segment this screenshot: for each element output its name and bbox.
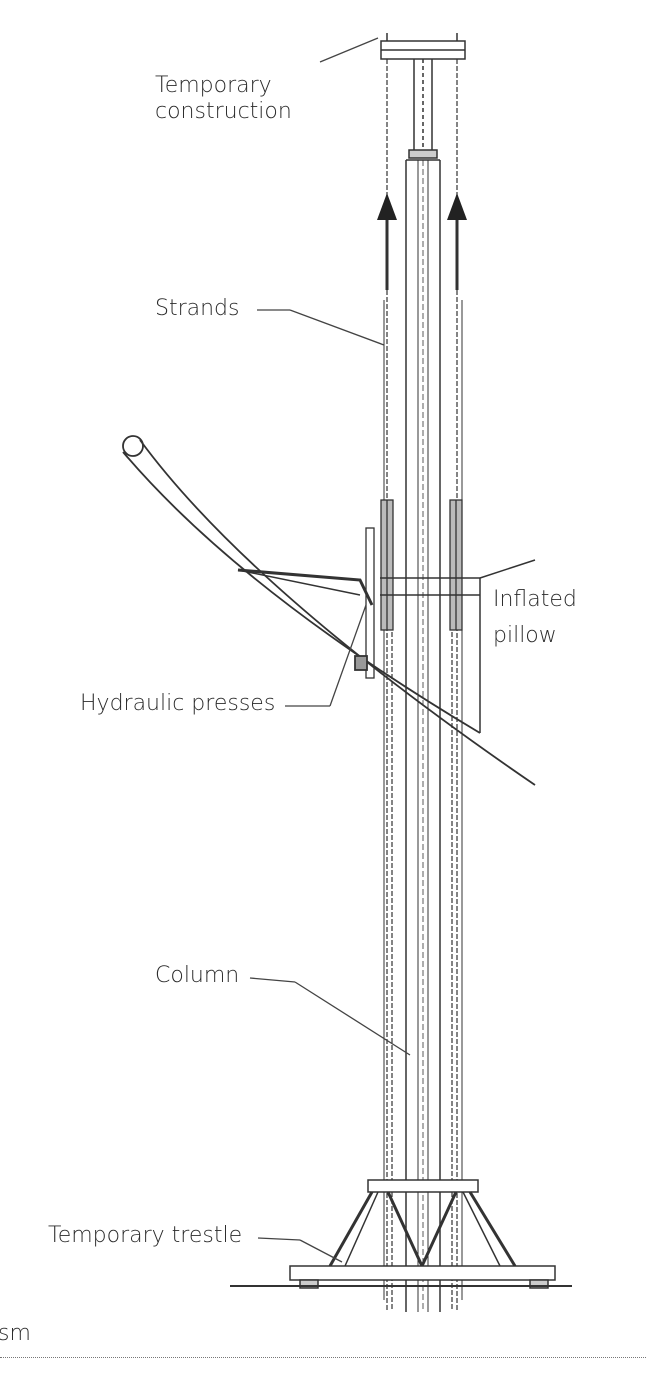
column	[383, 159, 463, 1312]
arrow-up-icon	[377, 193, 397, 220]
arrow-up-icon	[447, 193, 467, 220]
label-cut-text: sm	[0, 1321, 31, 1346]
roof-arm	[122, 435, 536, 786]
temporary-trestle	[230, 1179, 572, 1289]
hydraulic-presses	[365, 499, 463, 679]
label-column: Column	[155, 963, 240, 988]
strands	[386, 59, 458, 1310]
label-inflated-pillow-line1: Inflated	[493, 587, 577, 612]
label-hydraulic-presses: Hydraulic presses	[80, 691, 276, 716]
leader-lines	[249, 37, 411, 1263]
label-temporary-construction-line2: construction	[155, 99, 292, 124]
dotted-divider	[0, 1357, 646, 1358]
label-inflated-pillow-line2: pillow	[493, 623, 557, 648]
label-temporary-trestle: Temporary trestle	[48, 1223, 243, 1248]
label-strands: Strands	[155, 296, 240, 321]
lift-arrows	[385, 215, 459, 290]
label-temporary-construction-line1: Temporary	[155, 73, 272, 98]
temporary-construction-frame	[380, 33, 466, 159]
inflated-pillow	[380, 559, 536, 733]
